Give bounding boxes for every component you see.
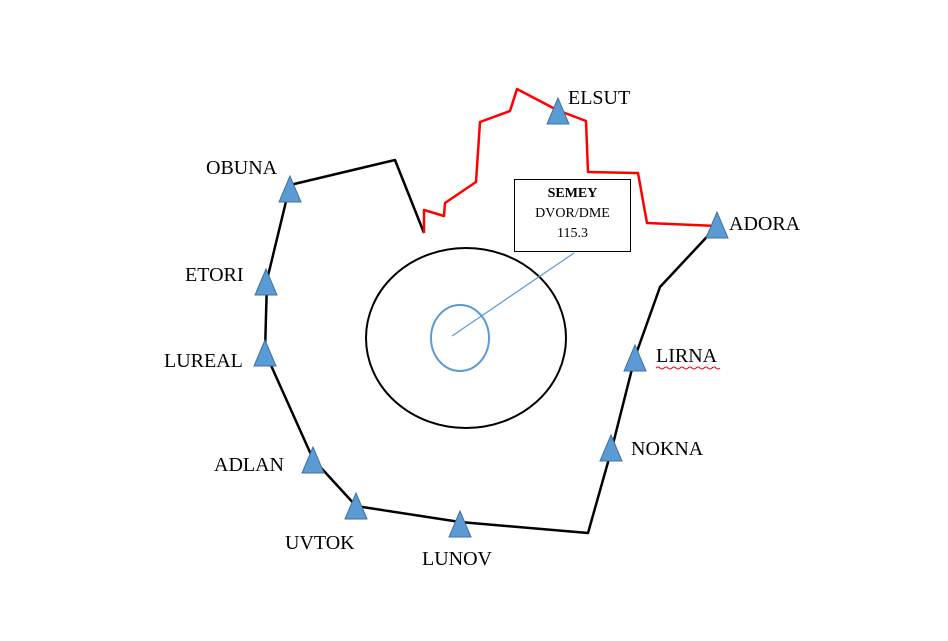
waypoint-marker-uvtok <box>344 491 368 520</box>
waypoint-label-lirna: LIRNA <box>656 345 718 367</box>
waypoint-label-obuna: OBUNA <box>206 157 278 179</box>
navaid-type: DVOR/DME <box>535 206 610 221</box>
red-route-line <box>422 87 718 233</box>
zone-ellipse <box>365 247 567 429</box>
waypoint-label-adlan: ADLAN <box>214 454 284 476</box>
waypoint-marker-adlan <box>301 445 325 474</box>
waypoint-label-lunov: LUNOV <box>422 548 493 570</box>
waypoint-label-lureal: LUREAL <box>164 350 243 372</box>
spellcheck-underline <box>655 366 721 370</box>
waypoint-marker-nokna <box>599 433 623 462</box>
waypoint-label-uvtok: UVTOK <box>285 532 355 554</box>
navaid-callout: SEMEY DVOR/DME 115.3 <box>514 179 631 252</box>
waypoint-marker-etori <box>254 267 278 296</box>
waypoint-marker-lunov <box>448 509 472 538</box>
callout-leader-line <box>451 252 575 337</box>
waypoint-marker-adora <box>705 210 729 239</box>
waypoint-label-etori: ETORI <box>185 264 244 286</box>
waypoint-marker-obuna <box>278 174 302 203</box>
waypoint-label-elsut: ELSUT <box>568 87 630 109</box>
boundary-line <box>263 158 718 535</box>
navaid-name: SEMEY <box>547 186 598 201</box>
waypoint-label-nokna: NOKNA <box>631 438 704 460</box>
navaid-circle <box>430 304 490 372</box>
waypoint-label-adora: ADORA <box>729 213 801 235</box>
waypoint-marker-lureal <box>253 338 277 367</box>
waypoint-marker-lirna <box>623 343 647 372</box>
waypoint-marker-elsut <box>546 96 570 125</box>
navaid-frequency: 115.3 <box>557 226 588 241</box>
